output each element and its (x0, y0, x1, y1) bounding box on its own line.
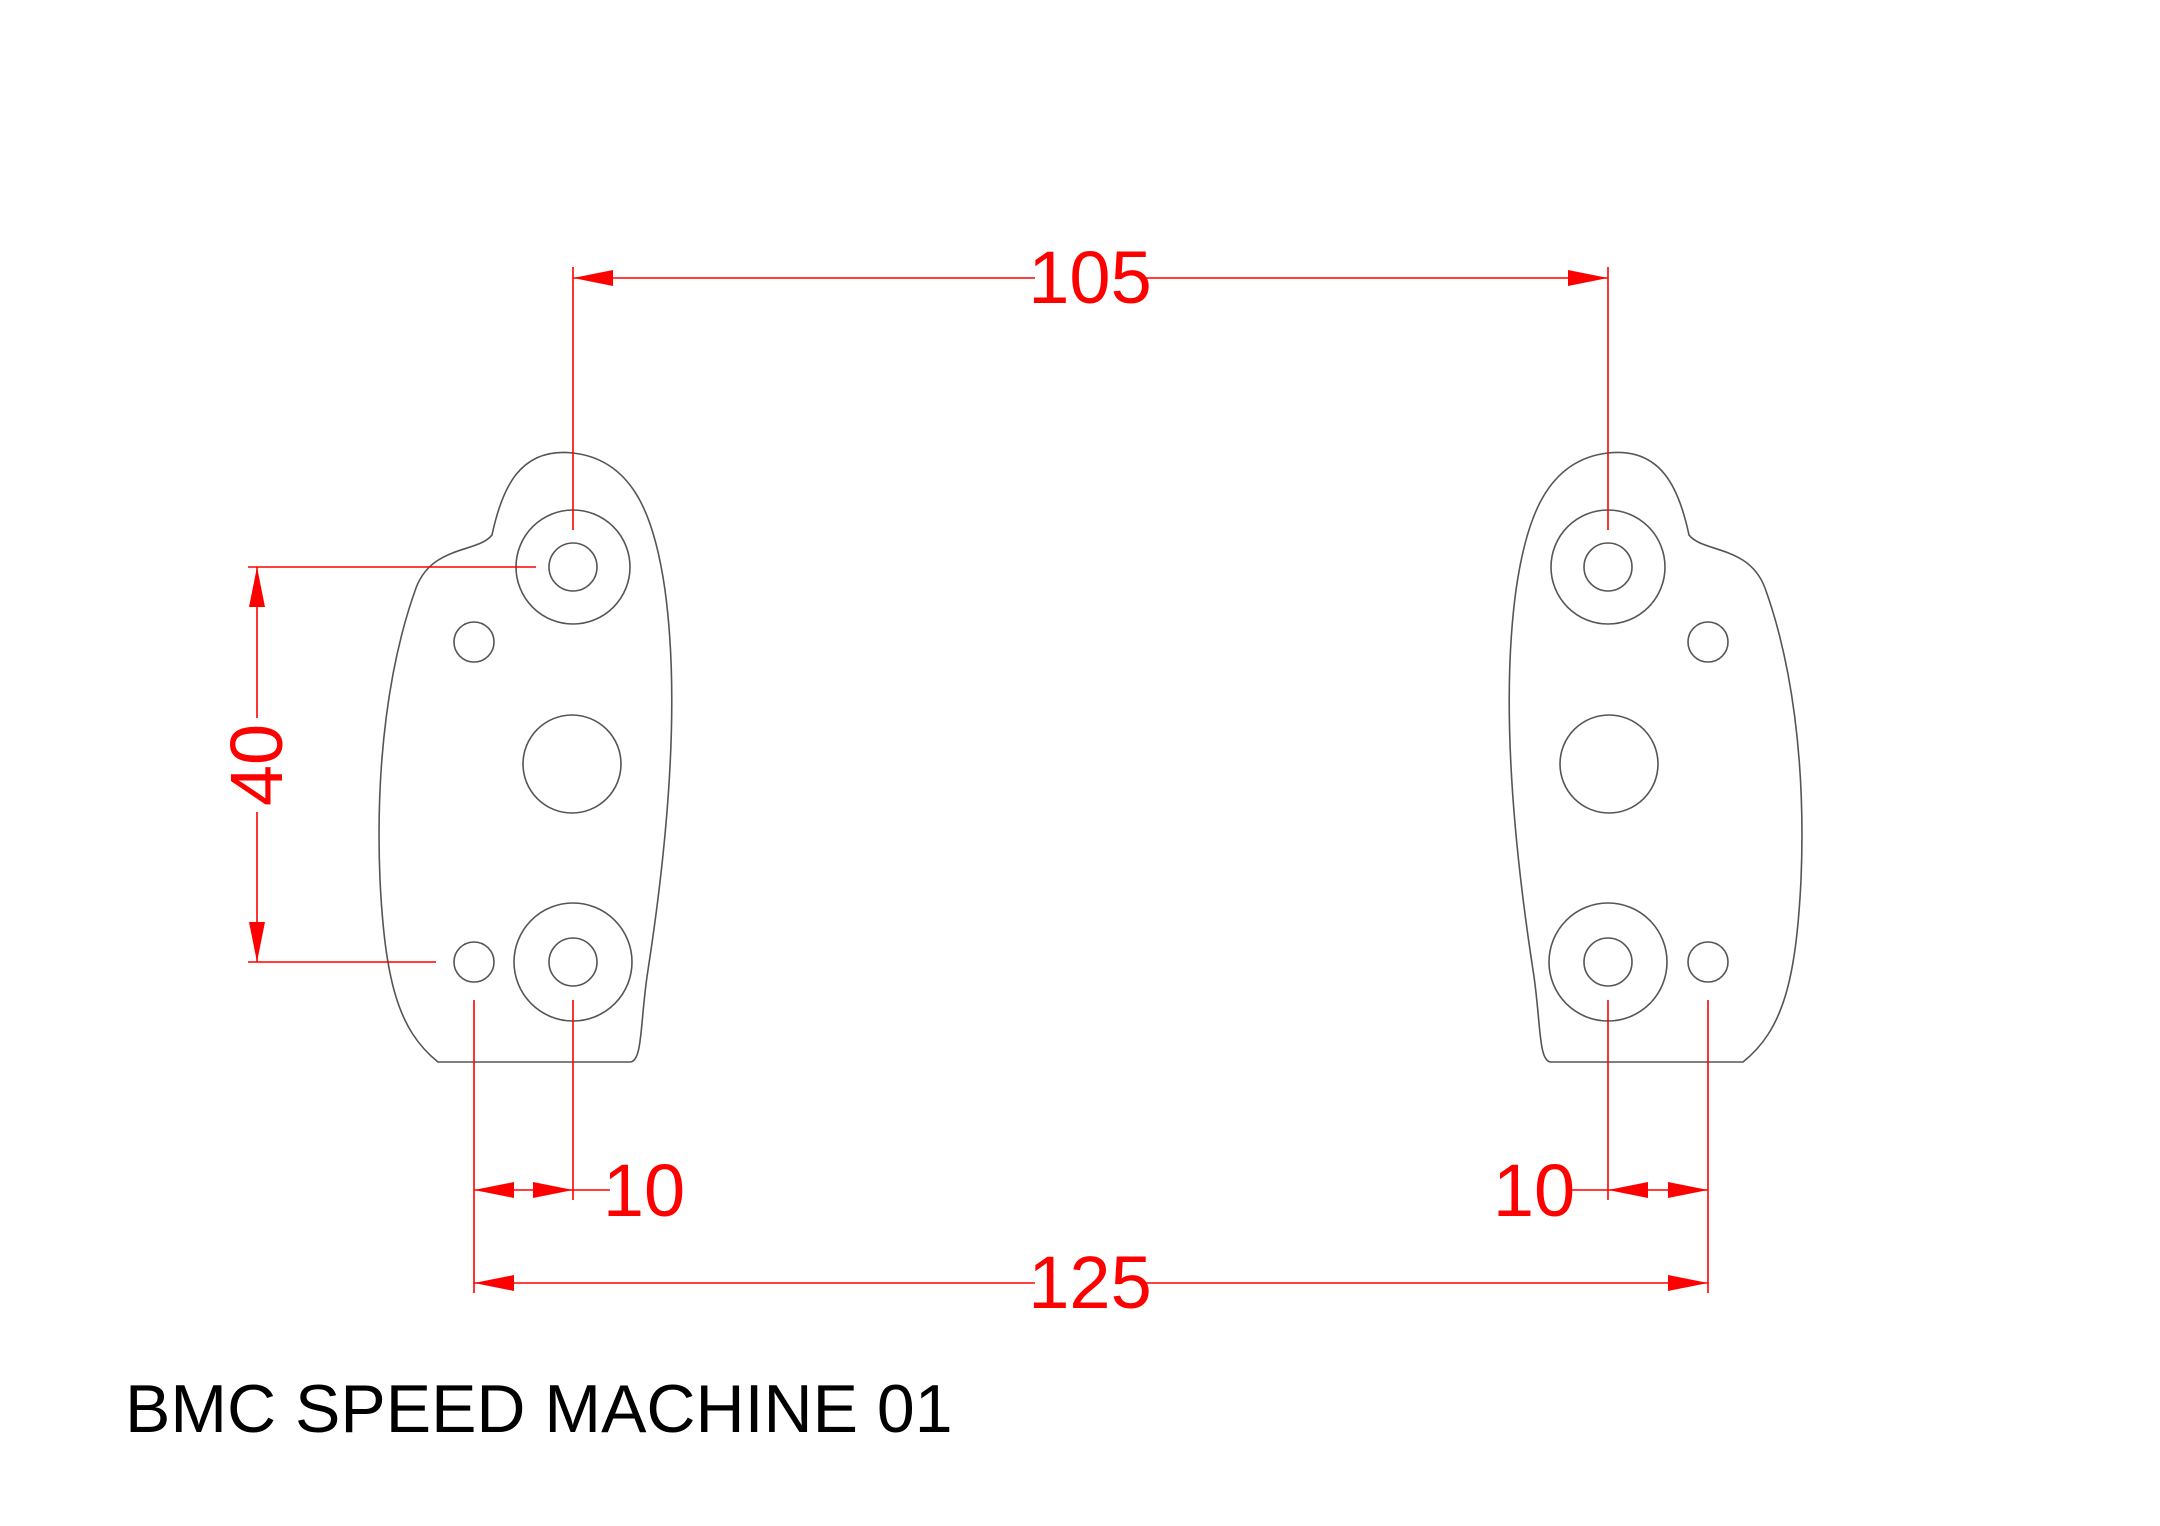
dimension-40: 40 (215, 566, 536, 963)
arrow-10-right-a (1608, 1182, 1648, 1198)
drawing-title: BMC SPEED MACHINE 01 (125, 1371, 953, 1447)
arrow-105-right (1568, 270, 1608, 286)
left-part (378, 451, 673, 1063)
arrow-40-bottom (249, 922, 265, 962)
arrow-10-right-b (1668, 1182, 1708, 1198)
dimension-10-right: 10 (1493, 1000, 1709, 1293)
left-part-outline (378, 451, 673, 1063)
arrow-10-left-a (474, 1182, 514, 1198)
left-small-hole-lower (453, 941, 495, 983)
dimension-label-10-right: 10 (1493, 1149, 1575, 1232)
left-upper-hole (548, 542, 598, 592)
dimension-label-125: 125 (1028, 1241, 1151, 1324)
dimension-label-10-left: 10 (603, 1149, 685, 1232)
arrow-40-top (249, 567, 265, 607)
dimension-105: 105 (572, 236, 1609, 530)
right-center-hole (1559, 714, 1659, 814)
arrow-105-left (573, 270, 613, 286)
right-part-outline (1508, 451, 1803, 1063)
right-lower-hole (1583, 937, 1633, 987)
dimension-10-left: 10 (473, 1000, 685, 1293)
left-small-hole-upper (453, 621, 495, 663)
right-upper-hole (1583, 542, 1633, 592)
arrow-10-left-b (533, 1182, 573, 1198)
dimension-label-40: 40 (215, 724, 298, 806)
arrow-125-left (474, 1275, 514, 1291)
right-small-hole-upper (1687, 621, 1729, 663)
right-part (1508, 451, 1803, 1063)
dimension-125: 125 (474, 1241, 1708, 1324)
left-lower-hole (548, 937, 598, 987)
dimension-label-105: 105 (1028, 236, 1151, 319)
right-small-hole-lower (1687, 941, 1729, 983)
left-center-hole (522, 714, 622, 814)
arrow-125-right (1668, 1275, 1708, 1291)
